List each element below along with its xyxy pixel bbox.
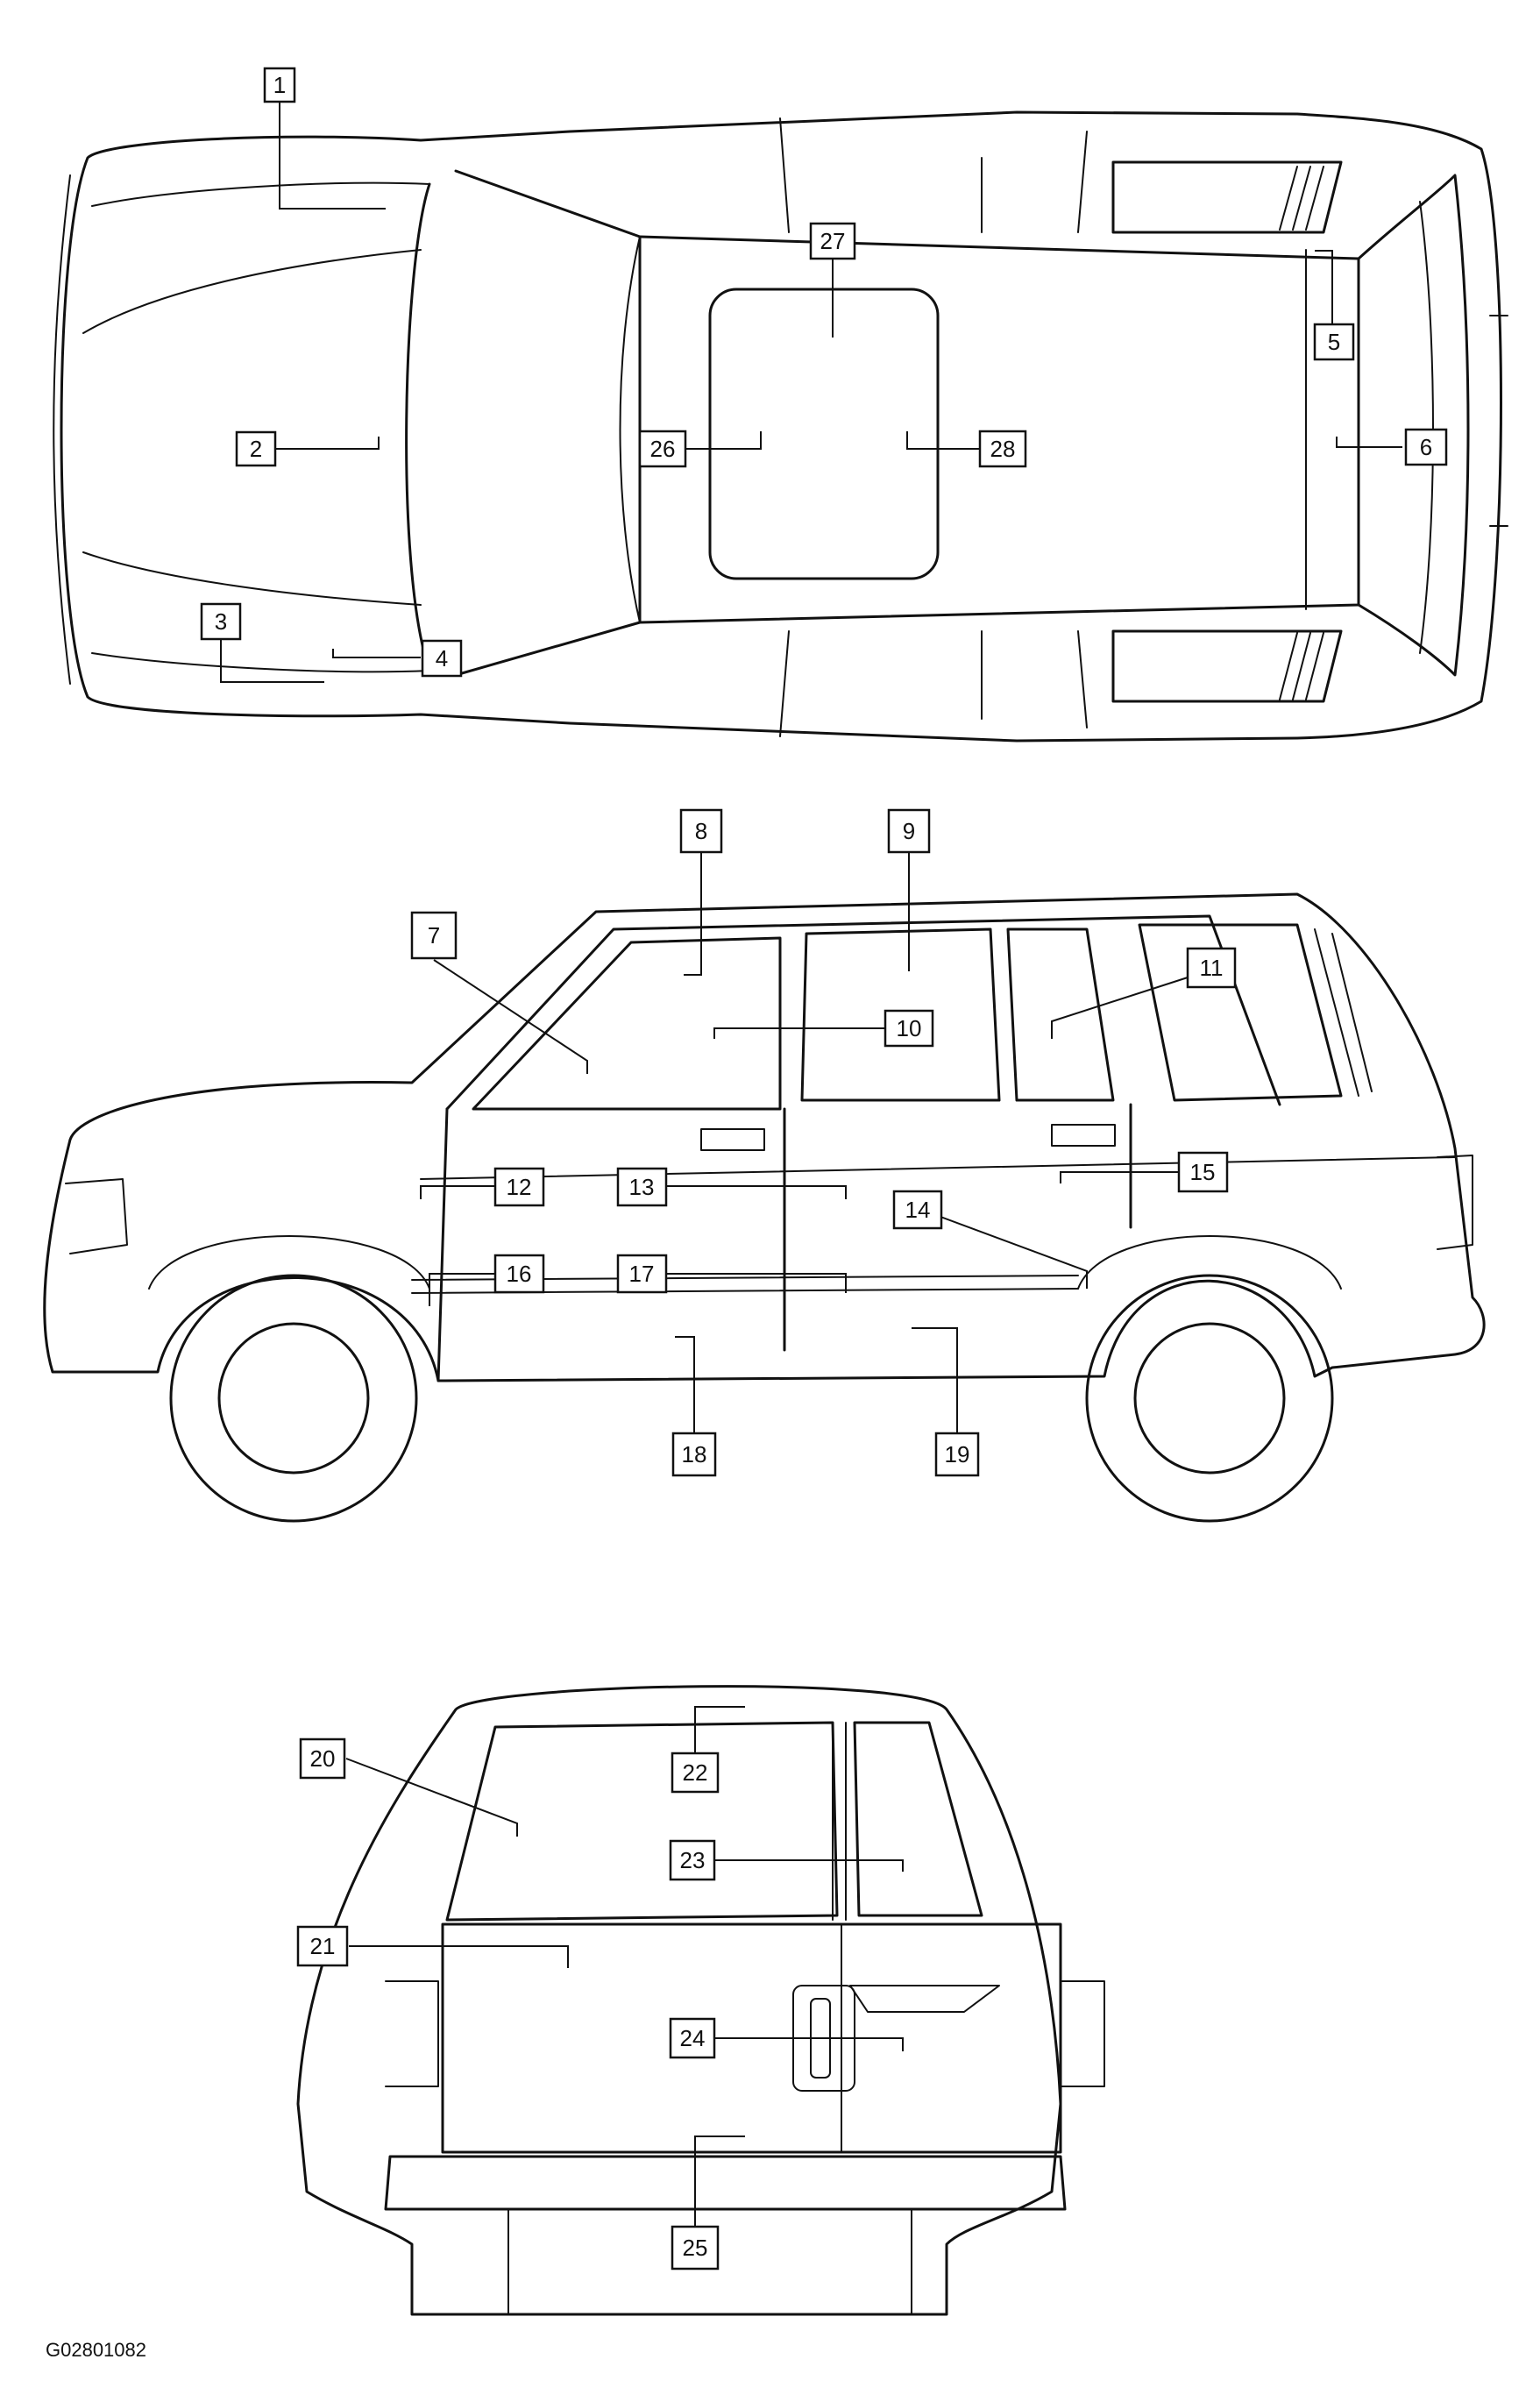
side-view	[43, 892, 1486, 1523]
svg-text:9: 9	[903, 818, 915, 844]
callout-2: 2	[235, 430, 277, 467]
callout-19: 19	[934, 1432, 980, 1477]
svg-text:8: 8	[695, 818, 707, 844]
callout-13: 13	[616, 1167, 668, 1207]
callout-28: 28	[978, 430, 1027, 468]
callout-21: 21	[296, 1925, 349, 1967]
svg-text:24: 24	[680, 2025, 706, 2051]
svg-text:18: 18	[682, 1441, 707, 1467]
svg-text:21: 21	[310, 1933, 336, 1959]
callout-27: 27	[809, 222, 856, 260]
callout-1: 1	[263, 67, 296, 103]
callout-9: 9	[887, 808, 931, 854]
svg-text:7: 7	[428, 922, 440, 949]
callout-22: 22	[671, 1752, 720, 1794]
callout-11: 11	[1186, 947, 1237, 989]
callout-7: 7	[410, 911, 458, 960]
svg-text:10: 10	[897, 1015, 922, 1041]
svg-text:22: 22	[683, 1759, 708, 1786]
callout-23: 23	[669, 1839, 716, 1881]
callouts: 1 2 3 4 5 6 7 8 9 10 11 12 13 14 15 16 1…	[200, 67, 1448, 2271]
callout-3: 3	[200, 602, 242, 641]
callout-15: 15	[1177, 1151, 1229, 1193]
svg-text:3: 3	[215, 608, 227, 635]
svg-text:12: 12	[507, 1174, 532, 1200]
callout-24: 24	[669, 2017, 716, 2059]
svg-text:15: 15	[1190, 1159, 1216, 1185]
svg-text:23: 23	[680, 1847, 706, 1873]
svg-text:20: 20	[310, 1745, 336, 1772]
svg-text:28: 28	[990, 436, 1016, 462]
callout-10: 10	[884, 1009, 934, 1048]
svg-text:11: 11	[1200, 955, 1224, 981]
svg-text:16: 16	[507, 1261, 532, 1287]
callout-12: 12	[493, 1167, 545, 1207]
svg-text:17: 17	[629, 1261, 655, 1287]
svg-text:19: 19	[945, 1441, 970, 1467]
svg-text:2: 2	[250, 436, 262, 462]
callout-17: 17	[616, 1254, 668, 1294]
svg-text:5: 5	[1328, 329, 1340, 355]
svg-text:6: 6	[1420, 434, 1432, 460]
callout-8: 8	[679, 808, 723, 854]
svg-text:26: 26	[650, 436, 676, 462]
svg-text:1: 1	[273, 72, 286, 98]
callout-14: 14	[892, 1190, 943, 1230]
callout-18: 18	[671, 1432, 717, 1477]
callout-6: 6	[1404, 428, 1448, 466]
figure-code: G02801082	[46, 2339, 146, 2361]
svg-text:13: 13	[629, 1174, 655, 1200]
callout-5: 5	[1313, 323, 1355, 361]
callout-4: 4	[421, 639, 463, 678]
callout-26: 26	[638, 430, 687, 468]
svg-text:4: 4	[436, 645, 448, 672]
svg-text:27: 27	[820, 228, 846, 254]
callout-25: 25	[671, 2225, 720, 2271]
rear-view	[296, 1685, 1105, 2316]
top-view	[53, 110, 1508, 743]
callout-leaders	[220, 102, 1402, 2227]
callout-20: 20	[299, 1738, 346, 1780]
svg-text:14: 14	[905, 1197, 931, 1223]
svg-text:25: 25	[683, 2235, 708, 2261]
callout-16: 16	[493, 1254, 545, 1294]
